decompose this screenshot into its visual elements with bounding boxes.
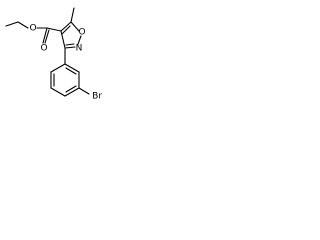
bond-c5-o-ring [70,21,80,32]
chemical-structure-diagram: O N O O Br [5,7,102,102]
bond-c3-c4 [60,30,66,49]
atom-o-ring: O [78,28,85,38]
bond-c4-c5-double [61,25,71,35]
bond-n-ring-c3 [64,46,76,49]
bond-c4-c5 [60,21,72,32]
bond-carbonyl-c-o-double [44,29,50,44]
bond-c5-methyl [70,7,75,23]
bond-ar-br [78,87,90,95]
bond-ar-c6-c1 [50,63,66,73]
bond-n-ring-c3-double [65,43,75,46]
bond-o-ester-ch2 [17,21,29,29]
bond-c4-carbonyl-c [46,27,62,32]
atom-n-ring: N [76,44,83,54]
atom-o-carbonyl: O [40,44,47,54]
bond-carbonyl-c-o [42,27,48,44]
bond-ar-inner-1 [65,67,77,75]
bond-ar-inner-2 [65,85,77,93]
atom-o-ester: O [29,24,36,34]
atom-br: Br [92,92,102,102]
bond-ar-c4-c5 [50,87,66,97]
bond-ch2-ch3 [5,21,19,27]
bond-ar-c3-c4 [64,87,80,97]
bond-ar-c1-c2 [64,63,80,73]
bond-o-ring-n-ring [77,35,82,45]
